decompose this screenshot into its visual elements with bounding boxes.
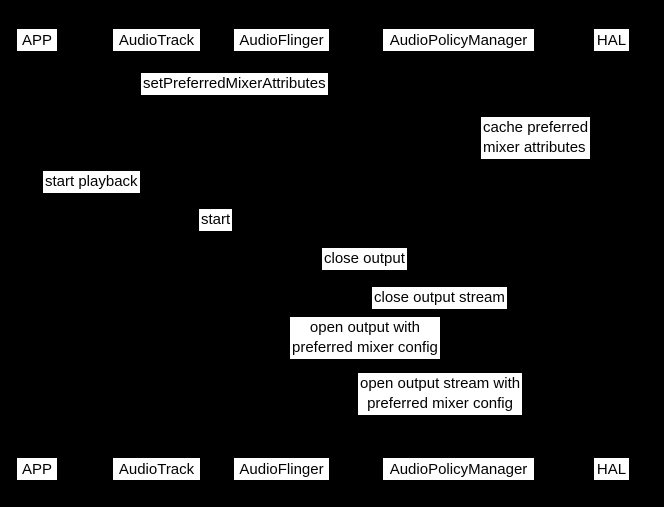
participant-header-app: APP	[17, 29, 57, 51]
lifeline-hal	[610, 51, 611, 458]
lifeline-audioflinger	[280, 51, 281, 458]
message-label-open-output-stream-with-preferred-mixer-config: open output stream with preferred mixer …	[358, 373, 523, 415]
message-label-open-output-with-preferred-mixer-config: open output with preferred mixer config	[290, 317, 440, 359]
message-label-cache-preferred-mixer-attributes: cache preferred mixer attributes	[481, 117, 591, 159]
participant-header-hal: HAL	[594, 29, 629, 51]
message-label-close-output: close output	[322, 248, 407, 270]
message-label-close-output-stream: close output stream	[372, 287, 507, 309]
lifeline-audiopolicymanager	[457, 51, 458, 458]
participant-header-audioflinger: AudioFlinger	[234, 29, 329, 51]
participant-footer-audioflinger: AudioFlinger	[234, 458, 329, 480]
lifeline-audiotrack	[155, 51, 156, 458]
participant-footer-app: APP	[17, 458, 57, 480]
message-label-start: start	[199, 209, 233, 231]
participant-header-audiotrack: AudioTrack	[113, 29, 200, 51]
message-label-set-preferred-mixer-attributes: setPreferredMixerAttributes	[141, 73, 328, 95]
lifeline-app	[35, 51, 36, 458]
message-label-start-playback: start playback	[43, 171, 140, 193]
participant-header-audiopolicymanager: AudioPolicyManager	[383, 29, 534, 51]
participant-footer-audiotrack: AudioTrack	[113, 458, 200, 480]
participant-footer-hal: HAL	[594, 458, 629, 480]
participant-footer-audiopolicymanager: AudioPolicyManager	[383, 458, 534, 480]
